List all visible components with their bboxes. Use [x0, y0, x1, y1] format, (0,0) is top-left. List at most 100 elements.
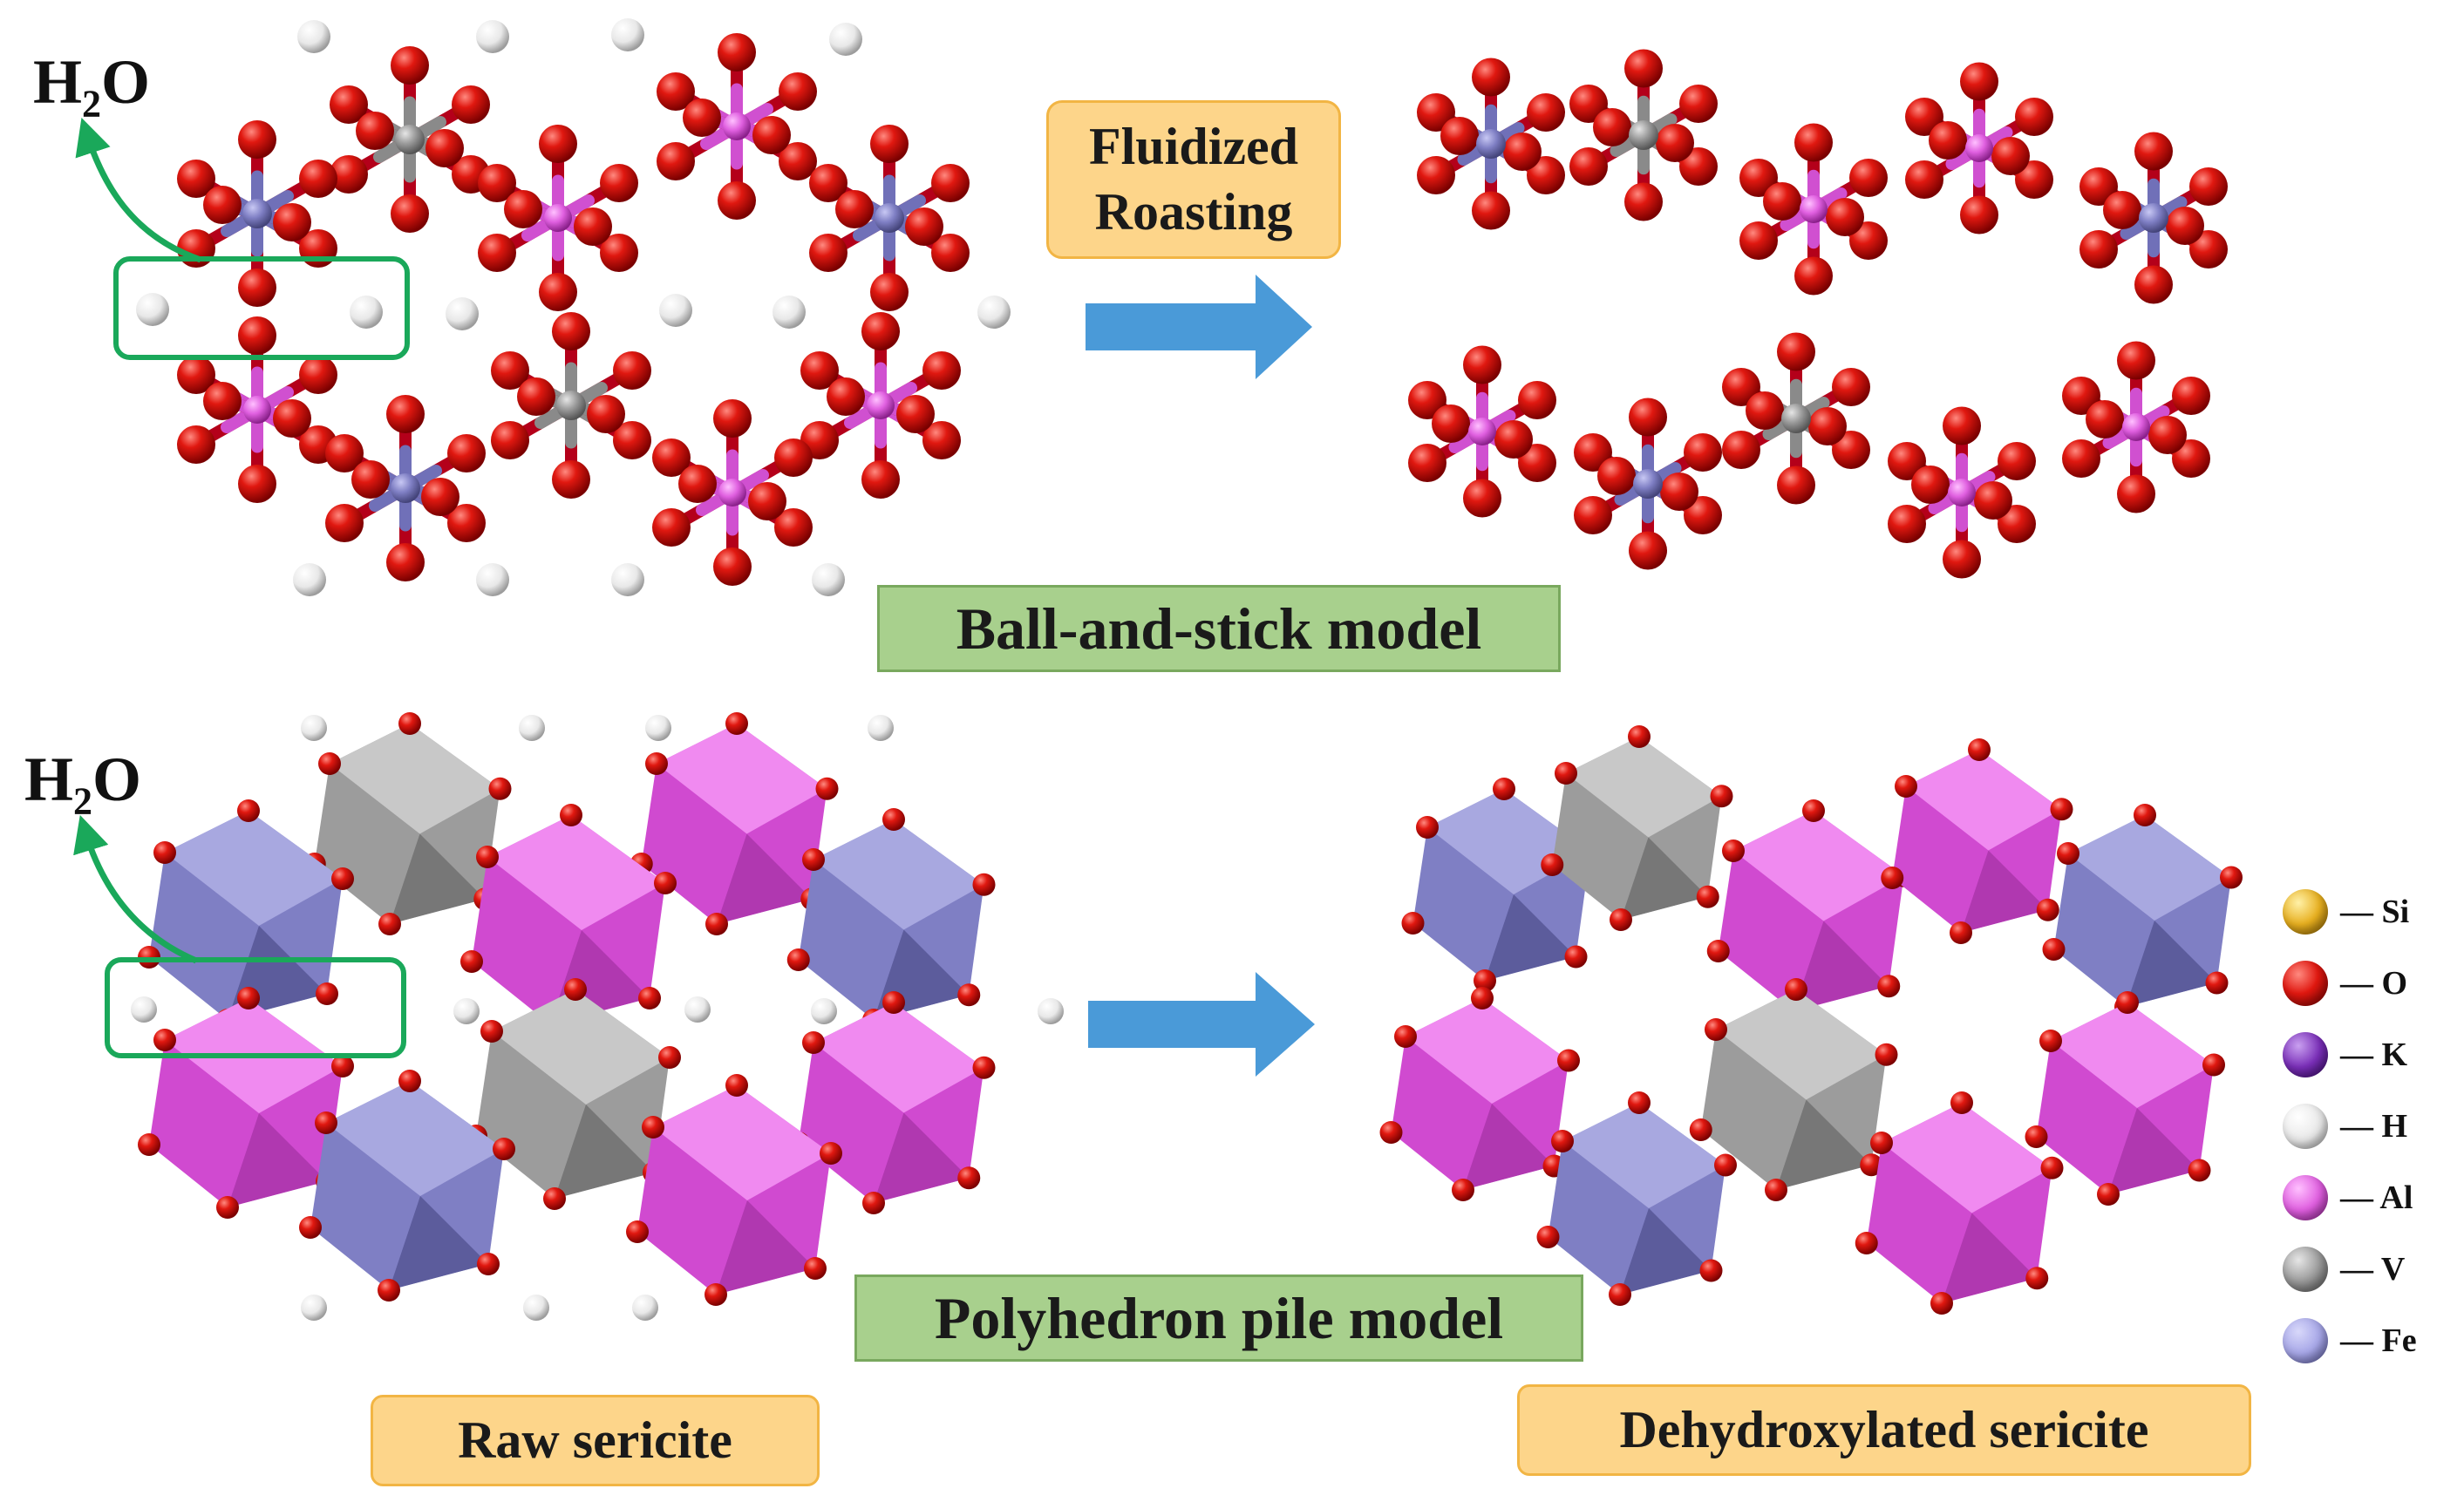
raw-atom-o: [238, 316, 276, 355]
si-ball-icon: [2283, 889, 2328, 935]
raw-atom-o: [517, 377, 555, 416]
raw-hydrogen-atom: [1038, 998, 1064, 1024]
legend-label-k: — K: [2340, 1037, 2408, 1073]
raw-atom-o: [330, 155, 368, 194]
raw-atom-o: [539, 125, 577, 163]
raw-atom-h: [659, 294, 692, 327]
dehydroxylated-vertex-o: [1895, 775, 1917, 798]
dehydroxylated-atom-o: [1624, 49, 1663, 88]
dehydroxylated-atom-o: [2172, 439, 2210, 478]
legend-item-k: — K: [2283, 1019, 2457, 1091]
raw-vertex-o: [862, 1192, 885, 1214]
raw-polyhedra: [131, 712, 1064, 1321]
raw-vertex-o: [725, 1074, 748, 1097]
raw-atom-h: [350, 296, 383, 329]
raw-atom-o: [539, 273, 577, 311]
raw-atom-o: [652, 438, 691, 477]
raw-atom-o: [238, 268, 276, 307]
raw-atom-h: [476, 563, 509, 596]
dehydroxylated-vertex-o: [1714, 1153, 1737, 1177]
raw-hydrogen-atom: [868, 715, 894, 741]
raw-hydrogen-atom: [131, 996, 157, 1023]
raw-atom-o: [552, 312, 590, 350]
dehydroxylated-vertex-o: [1394, 1025, 1417, 1048]
dehydroxylated-atom-o: [1417, 93, 1455, 132]
dehydroxylated-atom-o: [1684, 433, 1722, 472]
dehydroxylated-atom-fe: [2139, 203, 2168, 233]
raw-atom-o: [657, 142, 695, 180]
raw-atom-o: [931, 164, 970, 202]
element-legend: — Si — O — K — H — Al — V — Fe: [2283, 876, 2457, 1376]
dehydroxylated-atom-o: [1440, 117, 1479, 155]
dehydroxylated-atom-o: [1679, 147, 1718, 186]
dehydroxylated-atom-o: [1794, 123, 1833, 162]
raw-atom-o: [774, 508, 813, 547]
water-release-arrow-top: [75, 118, 202, 263]
raw-atom-v: [556, 391, 586, 420]
ball-and-stick-text: Ball-and-stick model: [956, 595, 1482, 662]
dehydroxylated-atom-o: [2015, 160, 2053, 199]
dehydroxylated-vertex-o: [1609, 1283, 1631, 1306]
dehydroxylated-vertex-o: [1968, 738, 1991, 761]
dehydroxylated-vertex-o: [1541, 853, 1564, 876]
raw-atom-o: [713, 399, 752, 438]
legend-label-al: — Al: [2340, 1179, 2413, 1216]
dehydroxylated-vertex-o: [1401, 912, 1425, 935]
raw-atom-o: [386, 543, 425, 581]
dehydroxylated-vertex-o: [1628, 725, 1651, 748]
raw-polyhedron-face: [874, 1112, 970, 1203]
dehydroxylated-atom-o: [1569, 85, 1608, 123]
dehydroxylated-vertex-o: [2025, 1267, 2049, 1290]
dehydroxylated-atom-o: [1408, 444, 1446, 482]
raw-vertex-o: [654, 872, 677, 894]
dehydroxylated-polyhedron-face: [1733, 811, 1904, 921]
raw-atom-al: [243, 396, 271, 424]
dehydroxylated-vertex-o: [1706, 940, 1730, 962]
dehydroxylated-atom-o: [2172, 377, 2210, 415]
raw-atom-o: [273, 203, 311, 241]
raw-polyhedron-face: [487, 815, 665, 930]
raw-vertex-o: [315, 1111, 337, 1134]
raw-atom-o: [491, 421, 529, 459]
legend-item-o: — O: [2283, 948, 2457, 1019]
raw-atom-h: [829, 23, 862, 56]
dehydroxylated-atom-o: [1832, 368, 1870, 406]
dehydroxylated-polyhedron-face: [1794, 921, 1889, 1011]
dehydroxylated-atom-o: [1794, 256, 1833, 296]
raw-vertex-o: [216, 1196, 239, 1219]
raw-polyhedron-face: [717, 833, 813, 924]
legend-item-al: — Al: [2283, 1162, 2457, 1234]
dehydroxylated-vertex-o: [2050, 798, 2073, 821]
fluidized-text: Fluidized: [1088, 118, 1299, 175]
dehydroxylated-polyhedron-face: [1776, 1099, 1872, 1190]
raw-atom-o: [177, 160, 215, 198]
legend-item-h: — H: [2283, 1091, 2457, 1162]
legend-label-si: — Si: [2340, 894, 2410, 930]
raw-polyhedron-face: [813, 819, 984, 930]
raw-vertex-o: [378, 1279, 400, 1302]
dehydroxylated-vertex-o: [1722, 839, 1745, 862]
al-ball-icon: [2283, 1175, 2328, 1220]
h2o-label-top: H2O: [33, 47, 151, 126]
raw-atom-o: [861, 312, 900, 350]
raw-atom-al: [544, 204, 572, 232]
dehydroxylated-atom-al: [1965, 134, 1993, 162]
dehydroxylated-polyhedron-face: [2051, 1003, 2214, 1108]
dehydroxylated-atom-o: [1629, 531, 1667, 570]
raw-vertex-o: [398, 712, 421, 735]
raw-atom-o: [931, 234, 970, 272]
dehydroxylated-vertex-o: [1555, 762, 1577, 785]
dehydroxylated-atom-o: [1593, 108, 1631, 146]
dehydroxylated-atom-o: [2062, 439, 2100, 478]
dehydroxylated-polyhedron-face: [1942, 1213, 2038, 1303]
raw-atom-o: [752, 116, 791, 154]
raw-atom-o: [391, 46, 429, 85]
dehydroxylated-polyhedron-face: [1566, 737, 1722, 838]
raw-vertex-o: [802, 848, 825, 871]
raw-polyhedron-face: [555, 1105, 654, 1199]
dehydroxylated-vertex-o: [1493, 778, 1515, 800]
raw-hydrogen-atom: [301, 715, 327, 741]
hydroxyl-highlight-box-top: [113, 256, 410, 360]
dehydroxylated-vertex-o: [1877, 975, 1901, 998]
dehydroxylated-vertex-o: [1855, 1232, 1878, 1254]
